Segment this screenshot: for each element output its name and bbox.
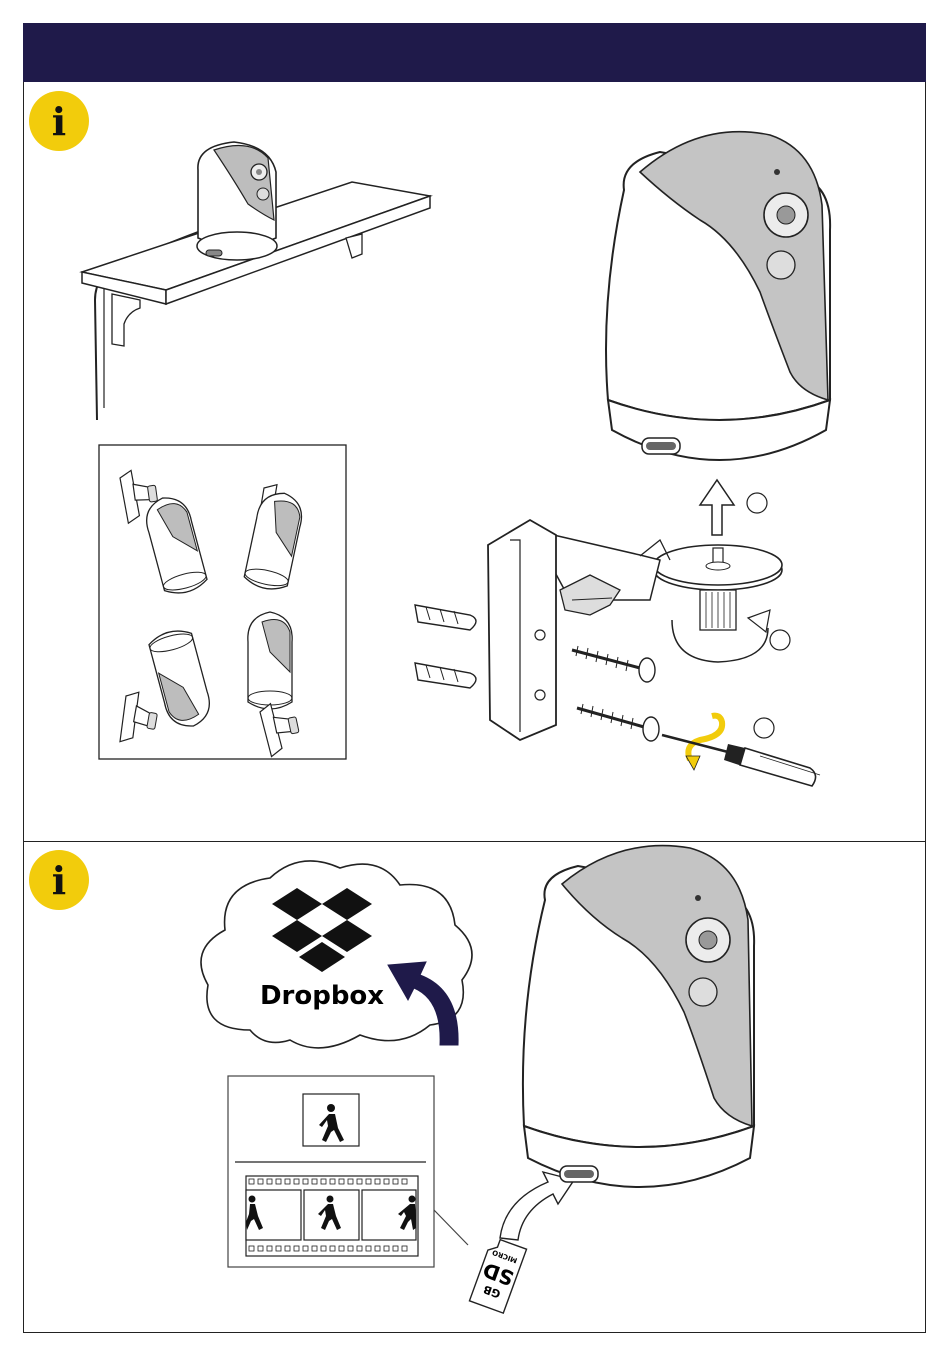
screwdriver-icon [662, 735, 820, 786]
camera-sd-slot-view [523, 846, 754, 1187]
dropbox-label: Dropbox [260, 981, 384, 1011]
micro-sd-card: GB SD MICRO [469, 1237, 526, 1313]
film-strip [246, 1176, 418, 1256]
camera-wall-mount-exploded-view [415, 132, 830, 770]
mount-orientations-panel [99, 445, 346, 759]
insert-arrow [500, 1172, 574, 1240]
camera-on-shelf [82, 142, 430, 420]
